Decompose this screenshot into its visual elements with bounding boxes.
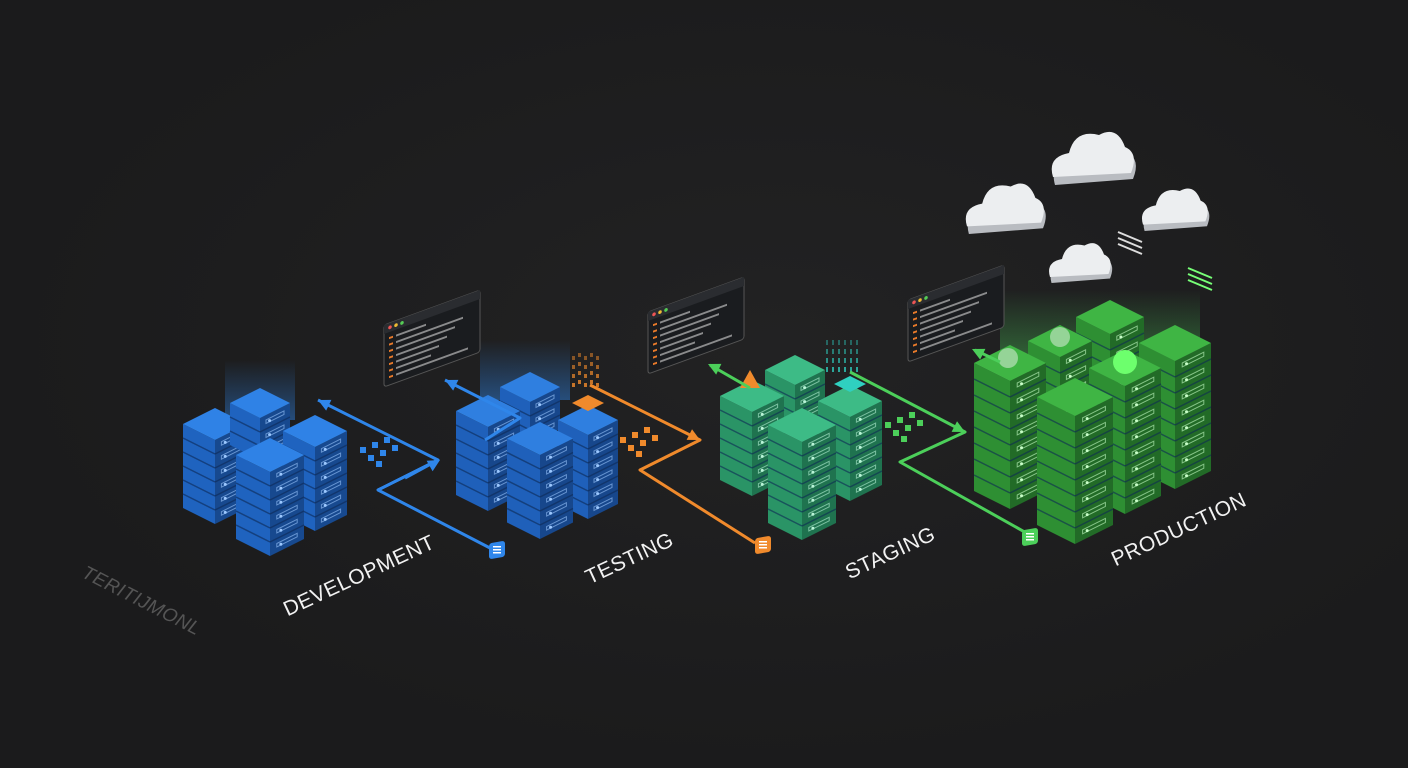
arrow-head-icon bbox=[708, 363, 722, 375]
data-particle bbox=[590, 362, 593, 366]
fan-icon bbox=[998, 348, 1018, 368]
arrow-head-icon bbox=[686, 429, 700, 440]
deploy-node-test bbox=[755, 536, 771, 554]
terminal-window-staging bbox=[907, 265, 1005, 362]
data-particle bbox=[826, 358, 828, 363]
data-particle bbox=[856, 358, 858, 363]
cloud-icon bbox=[1141, 188, 1210, 231]
data-particle bbox=[826, 349, 828, 354]
terminal-window-test bbox=[647, 277, 745, 374]
terminal-window-dev bbox=[383, 290, 481, 387]
arrow-prod-up bbox=[972, 348, 1001, 364]
data-particle bbox=[578, 380, 581, 384]
server-stack bbox=[506, 422, 574, 539]
data-particle bbox=[572, 365, 575, 369]
data-particle bbox=[578, 353, 581, 357]
arrow-staging-up bbox=[708, 363, 751, 390]
data-particle bbox=[850, 358, 852, 363]
data-particle bbox=[832, 358, 834, 363]
data-particle bbox=[838, 349, 840, 354]
window-dot-icon bbox=[394, 323, 398, 328]
data-particle bbox=[584, 356, 587, 360]
data-particle bbox=[572, 356, 575, 360]
data-particle bbox=[572, 383, 575, 387]
data-particle bbox=[832, 349, 834, 354]
data-particle bbox=[844, 358, 846, 363]
data-particle bbox=[838, 340, 840, 345]
data-particle bbox=[572, 374, 575, 378]
data-particle bbox=[826, 340, 828, 345]
data-packets-staging bbox=[885, 412, 923, 442]
data-particle bbox=[850, 367, 852, 372]
status-light-icon bbox=[1113, 350, 1137, 374]
arrow-dev-right bbox=[377, 458, 440, 492]
data-particle bbox=[578, 362, 581, 366]
data-particle bbox=[832, 367, 834, 372]
data-particle bbox=[856, 340, 858, 345]
arrow-head-icon bbox=[972, 348, 986, 360]
data-particle bbox=[584, 383, 587, 387]
arrow-test bbox=[589, 383, 756, 545]
window-dot-icon bbox=[924, 296, 928, 300]
data-particle bbox=[596, 374, 599, 378]
data-particle bbox=[590, 353, 593, 357]
data-particle bbox=[850, 349, 852, 354]
window-dot-icon bbox=[400, 321, 404, 325]
data-particle bbox=[596, 383, 599, 387]
data-particle bbox=[832, 340, 834, 345]
cloud-icon bbox=[1049, 243, 1113, 283]
window-dot-icon bbox=[388, 325, 392, 330]
signal-line bbox=[1117, 237, 1143, 249]
arrow-dev-up bbox=[444, 378, 522, 442]
data-particle bbox=[844, 349, 846, 354]
deploy-node-dev bbox=[489, 541, 505, 559]
server-stack bbox=[235, 438, 305, 556]
fan-icon bbox=[1050, 327, 1070, 347]
data-particle bbox=[584, 374, 587, 378]
arrow-head-icon bbox=[426, 460, 440, 472]
data-particle bbox=[584, 365, 587, 369]
data-particle bbox=[826, 367, 828, 372]
chip-icon bbox=[834, 376, 866, 392]
window-dot-icon bbox=[664, 308, 668, 312]
deploy-node-staging bbox=[1022, 528, 1038, 546]
signal-line bbox=[1117, 231, 1143, 243]
cloud-icon bbox=[965, 183, 1046, 234]
data-particle bbox=[596, 365, 599, 369]
data-particle bbox=[590, 380, 593, 384]
signal-line bbox=[1187, 279, 1213, 291]
arrow-head-icon bbox=[445, 379, 459, 391]
server-tower bbox=[1036, 378, 1114, 544]
arrow-head-icon bbox=[318, 399, 332, 411]
window-dot-icon bbox=[912, 300, 916, 305]
arrow-head-icon bbox=[951, 421, 965, 432]
data-particle bbox=[856, 349, 858, 354]
arrow-staging bbox=[849, 370, 1031, 537]
data-particle bbox=[844, 340, 846, 345]
signal-line bbox=[1187, 273, 1213, 285]
chip-icon bbox=[572, 395, 604, 411]
server-tower bbox=[973, 345, 1047, 509]
data-particle bbox=[596, 356, 599, 360]
data-particle bbox=[578, 371, 581, 375]
window-dot-icon bbox=[658, 310, 662, 315]
cloud-icon bbox=[1051, 131, 1136, 185]
data-particle bbox=[838, 367, 840, 372]
data-particle bbox=[590, 371, 593, 375]
data-particle bbox=[850, 340, 852, 345]
data-particle bbox=[844, 367, 846, 372]
data-particle bbox=[856, 367, 858, 372]
data-packets-test bbox=[620, 427, 658, 457]
data-packets-dev bbox=[360, 437, 398, 467]
window-dot-icon bbox=[918, 298, 922, 303]
data-particle bbox=[838, 358, 840, 363]
server-stack bbox=[767, 408, 837, 540]
signal-line bbox=[1187, 267, 1213, 279]
window-dot-icon bbox=[652, 312, 656, 317]
signal-line bbox=[1117, 243, 1143, 255]
